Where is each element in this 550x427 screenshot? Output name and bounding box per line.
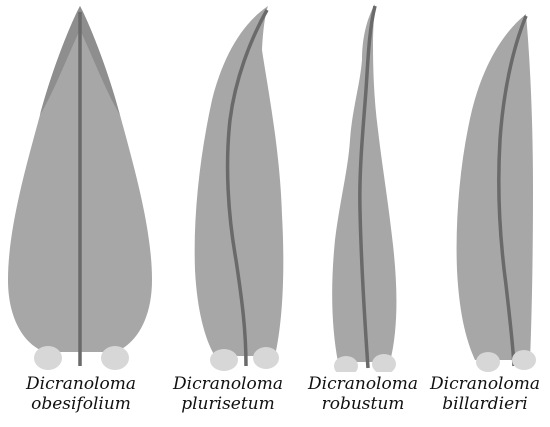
leaf-auricle-left [34,346,62,370]
caption-species: billardieri [420,394,550,414]
caption-plurisetum: Dicranoloma plurisetum [163,374,293,414]
leaf-auricle-right [253,347,279,369]
leaf-auricle-left [210,349,238,371]
leaf-outlines [0,0,550,372]
leaf-blade [195,6,284,356]
leaf-robustum [332,4,396,372]
leaf-auricle-right [512,350,536,370]
leaf-auricle-left [476,352,500,372]
caption-species: plurisetum [163,394,293,414]
leaf-auricle-right [101,346,129,370]
leaf-plurisetum [195,6,284,371]
caption-genus: Dicranoloma [163,374,293,394]
caption-species: robustum [298,394,428,414]
caption-obesifolium: Dicranoloma obesifolium [16,374,146,414]
caption-billardieri: Dicranoloma billardieri [420,374,550,414]
caption-species: obesifolium [16,394,146,414]
leaf-obesifolium [8,6,152,370]
caption-genus: Dicranoloma [298,374,428,394]
leaf-blade [457,14,533,360]
leaf-billardieri [457,14,536,372]
caption-genus: Dicranoloma [16,374,146,394]
caption-robustum: Dicranoloma robustum [298,374,428,414]
caption-genus: Dicranoloma [420,374,550,394]
